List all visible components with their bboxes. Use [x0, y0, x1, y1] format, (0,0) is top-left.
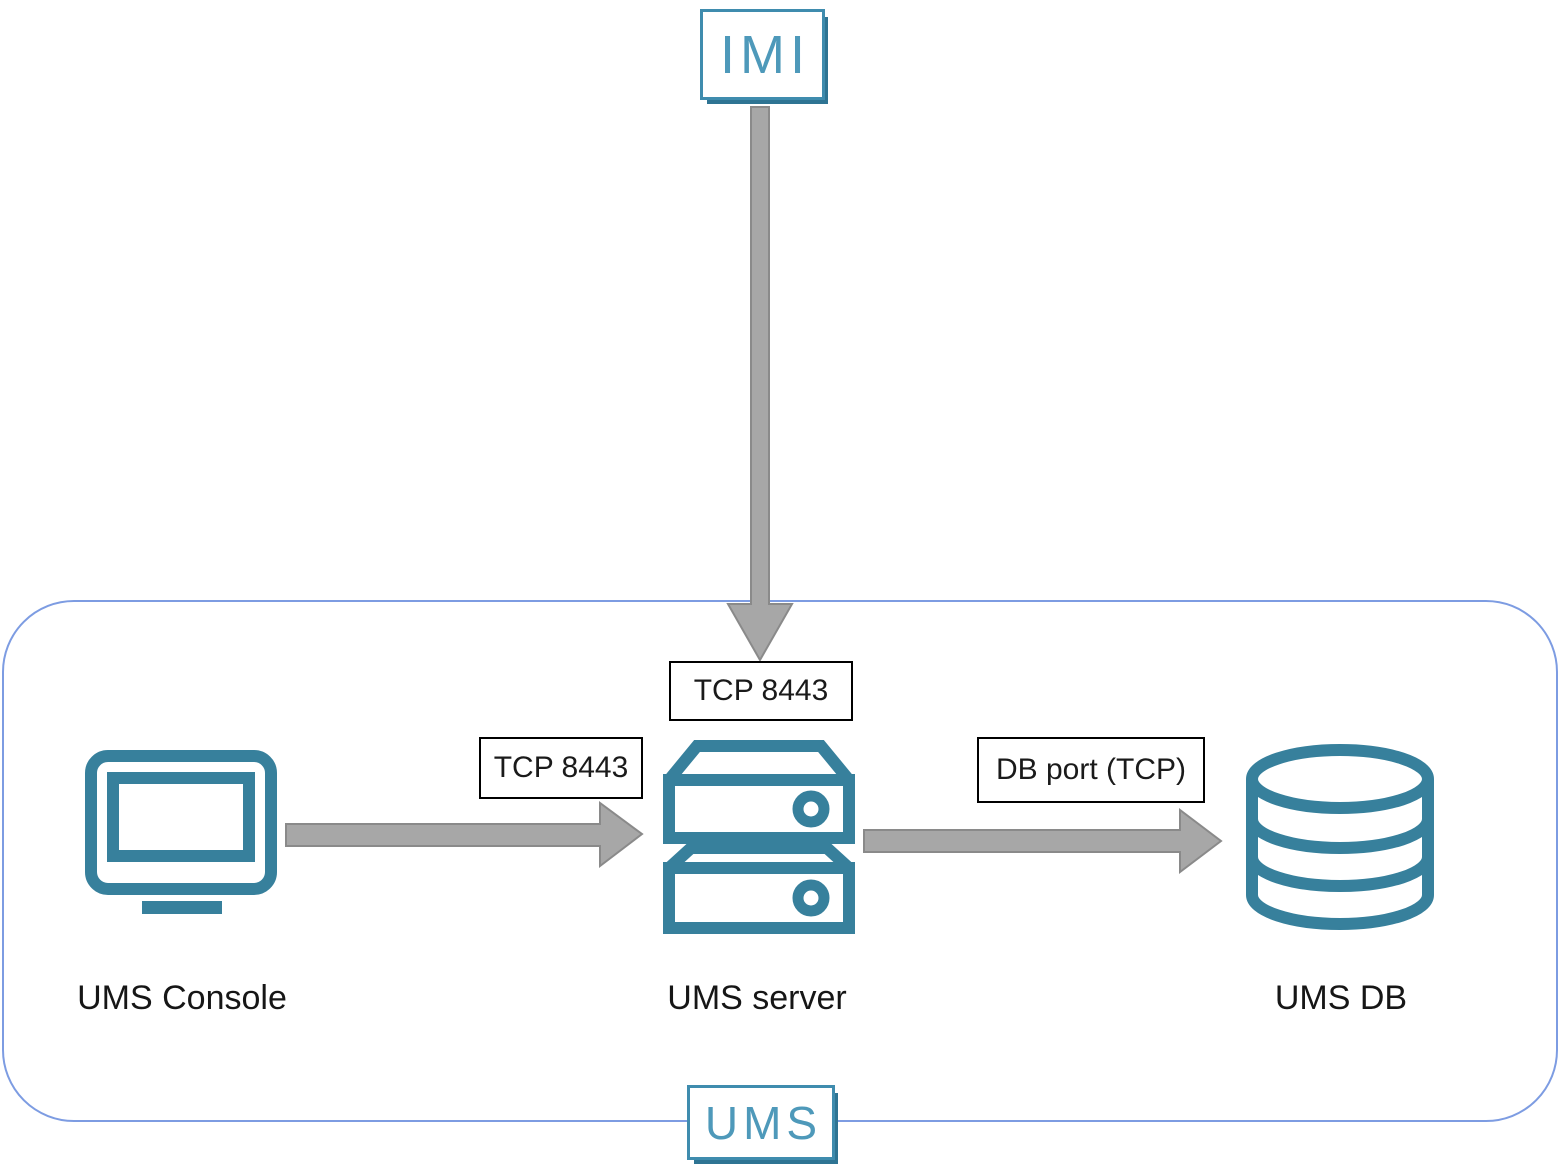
ums-group-node: UMS [687, 1085, 835, 1160]
db-label: UMS DB [1274, 979, 1408, 1017]
server-icon [663, 740, 855, 934]
arrow-server-to-db [863, 808, 1223, 874]
port-label-console-to-server: TCP 8443 [479, 737, 643, 799]
port-label-text: DB port (TCP) [995, 753, 1187, 786]
monitor-icon [85, 750, 277, 914]
port-label-imi-to-server: TCP 8443 [669, 661, 853, 721]
port-label-text: TCP 8443 [693, 674, 829, 707]
ums-group-label: UMS [704, 1096, 823, 1149]
console-label: UMS Console [77, 979, 287, 1017]
imi-label: IMI [720, 24, 810, 85]
server-label: UMS server [667, 979, 847, 1017]
database-icon [1246, 744, 1434, 930]
port-label-text: TCP 8443 [493, 751, 629, 784]
imi-node: IMI [700, 9, 825, 100]
arrow-console-to-server [285, 801, 644, 868]
port-label-server-to-db: DB port (TCP) [977, 737, 1205, 803]
arrow-imi-to-server [726, 106, 794, 662]
